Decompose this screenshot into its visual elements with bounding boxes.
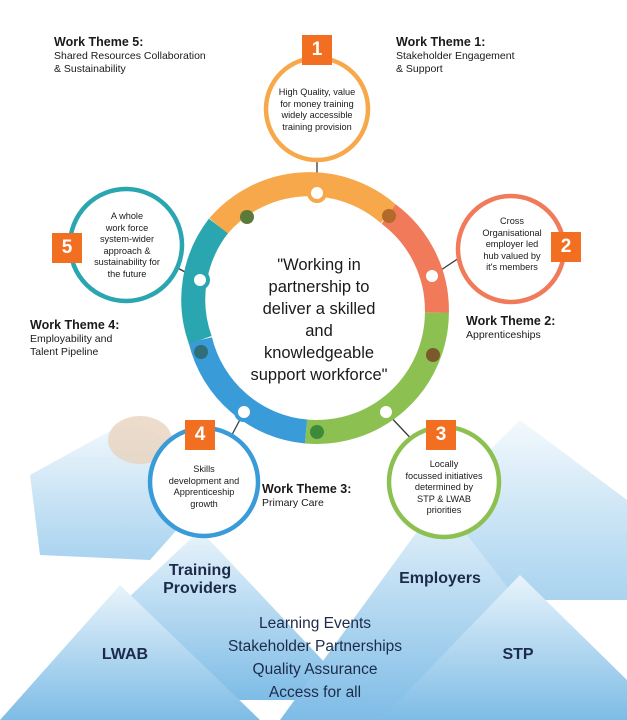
circle-2-line: Cross — [500, 216, 524, 226]
work-theme-3-label: Work Theme 3: Primary Care — [262, 482, 372, 510]
circle-3-line: STP & LWAB — [417, 493, 471, 504]
work-theme-4-subtitle: Talent Pipeline — [30, 346, 99, 358]
activity-item: Learning Events — [258, 615, 372, 632]
center-line: knowledgeable — [263, 344, 375, 362]
circle-3-line: Locally — [429, 459, 459, 469]
work-theme-4-title: Work Theme 4: — [30, 318, 120, 332]
circle-1-text: High Quality, value for money training w… — [270, 87, 364, 133]
circle-5-text: A whole work force system-wider approach… — [82, 211, 172, 280]
work-theme-1-label: Work Theme 1: Stakeholder Engagement & S… — [396, 35, 556, 76]
work-theme-3-subtitle: Primary Care — [262, 497, 324, 509]
badge-4: 4 — [185, 420, 215, 450]
circle-5-line: approach & — [103, 245, 151, 256]
circle-4-line: Apprenticeship — [173, 487, 235, 497]
circle-1-line: for money training — [280, 98, 354, 109]
work-theme-1-subtitle: Stakeholder Engagement — [396, 50, 515, 62]
circle-4-line: development and — [168, 475, 240, 486]
circle-1-line: High Quality, value — [278, 87, 356, 97]
circle-3-line: determined by — [414, 482, 474, 492]
work-theme-1-subtitle: & Support — [396, 63, 443, 75]
circle-2-text: Cross Organisational employer led hub va… — [472, 216, 552, 274]
mountain-range — [0, 416, 627, 720]
work-theme-4-label: Work Theme 4: Employability and Talent P… — [30, 318, 160, 359]
work-theme-2-subtitle: Apprenticeships — [466, 329, 541, 341]
circle-3-text: Locally focussed initiatives determined … — [398, 459, 490, 517]
circle-2-line: it's members — [486, 262, 538, 272]
circle-4-line: Skills — [193, 464, 215, 474]
badge-5: 5 — [52, 233, 82, 263]
ring-markers — [190, 183, 442, 439]
work-theme-5-label: Work Theme 5: Shared Resources Collabora… — [54, 35, 244, 76]
circle-5-line: work force — [105, 222, 149, 233]
training-providers-label: Training Providers — [150, 562, 250, 598]
circle-5-line: the future — [107, 268, 147, 279]
circle-5-line: A whole — [110, 211, 144, 221]
work-theme-2-label: Work Theme 2: Apprenticeships — [466, 314, 586, 342]
work-theme-5-subtitle: Shared Resources Collaboration — [54, 50, 206, 62]
circle-4-text: Skills development and Apprenticeship gr… — [162, 464, 246, 510]
center-line: "Working in — [277, 256, 361, 274]
work-theme-5-title: Work Theme 5: — [54, 35, 144, 49]
mountain-stp — [380, 575, 627, 720]
badge-3: 3 — [426, 420, 456, 450]
center-line: support workforce" — [250, 366, 388, 384]
circle-3-line: priorities — [426, 505, 462, 515]
center-line: partnership to — [268, 278, 370, 296]
circle-2-line: Organisational — [482, 227, 542, 238]
circle-1-line: training provision — [282, 121, 352, 132]
activity-item: Stakeholder Partnerships — [227, 638, 403, 655]
circle-1-line: widely accessible — [281, 110, 353, 120]
mountain-lwab — [0, 585, 260, 720]
activity-item: Quality Assurance — [252, 661, 378, 678]
employers-label: Employers — [399, 570, 481, 587]
circle-5-line: sustainability for — [94, 257, 160, 267]
work-theme-4-subtitle: Employability and — [30, 333, 113, 345]
training-providers-line: Training — [168, 562, 232, 579]
center-line: deliver a skilled and — [262, 300, 376, 340]
work-theme-5-subtitle: & Sustainability — [54, 63, 126, 75]
stp-label: STP — [502, 646, 534, 663]
activities-list: Learning Events Stakeholder Partnerships… — [200, 612, 430, 704]
sun-shape — [108, 416, 172, 464]
work-theme-2-title: Work Theme 2: — [466, 314, 556, 328]
badge-1: 1 — [302, 35, 332, 65]
badge-2: 2 — [551, 232, 581, 262]
work-theme-1-title: Work Theme 1: — [396, 35, 486, 49]
training-providers-line: Providers — [163, 580, 237, 597]
circle-2-line: hub valued by — [483, 250, 541, 261]
work-theme-3-title: Work Theme 3: — [262, 482, 352, 496]
circle-5-line: system-wider — [99, 234, 155, 244]
circle-3-line: focussed initiatives — [405, 470, 483, 481]
circle-2-line: employer led — [485, 239, 539, 249]
lwab-label: LWAB — [101, 646, 149, 663]
circle-4-line: growth — [190, 498, 218, 509]
center-statement: "Working in partnership to deliver a ski… — [248, 254, 390, 386]
activity-item: Access for all — [268, 684, 362, 701]
